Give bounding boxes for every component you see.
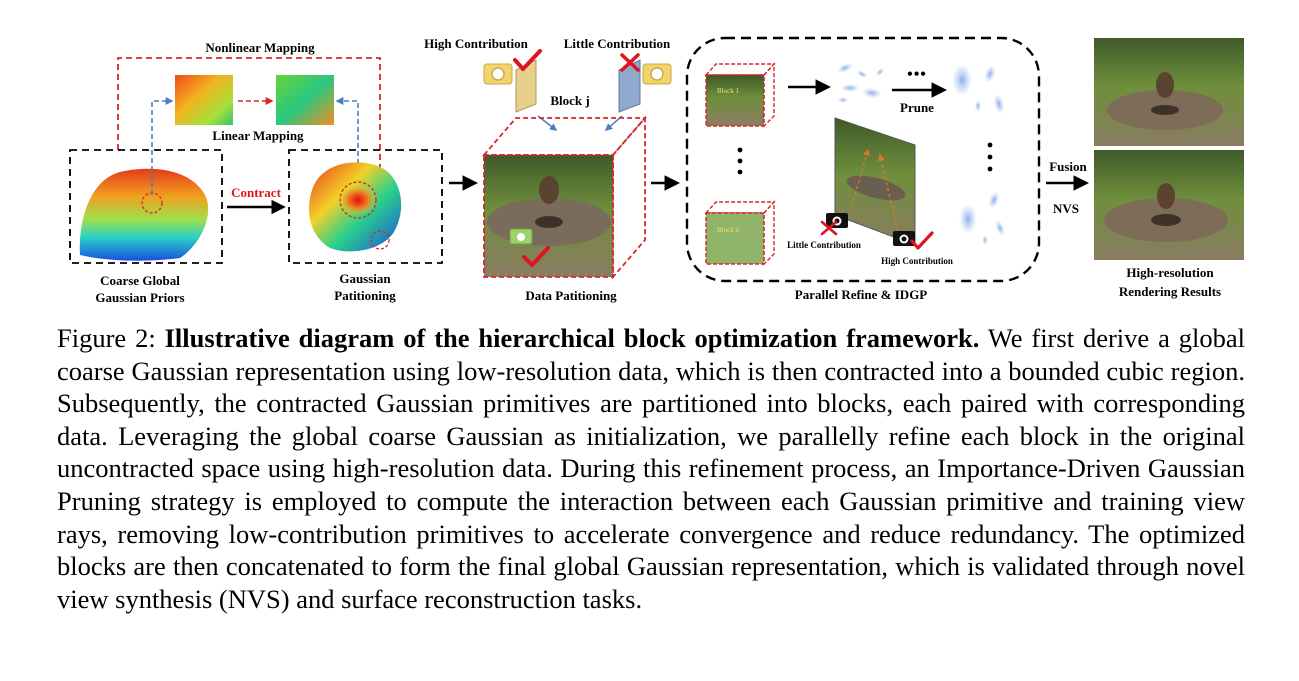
block-j-label: Block j <box>550 93 589 108</box>
vase <box>539 176 559 204</box>
cross-icon <box>620 53 640 72</box>
hr-label-1: High-resolution <box>1126 265 1214 280</box>
coarse-global-section: Nonlinear Mapping Coarse Global Gaussian… <box>69 40 381 305</box>
horizontal-dots: ••• <box>907 66 927 83</box>
framework-diagram: Nonlinear Mapping Coarse Global Gaussian… <box>69 36 1244 305</box>
linear-mapping-arrow-left <box>151 97 174 195</box>
vertical-dots-left <box>737 169 743 175</box>
gaussian-patitioning-box <box>288 149 443 264</box>
fusion-label: Fusion <box>1049 159 1087 174</box>
block-n-label: Block n <box>717 226 739 234</box>
ray-high <box>877 153 899 233</box>
fusion-section: Fusion NVS <box>1046 159 1090 216</box>
parallel-refine-label: Parallel Refine & IDGP <box>795 287 928 302</box>
block-n-cube <box>705 212 765 265</box>
prune-label: Prune <box>900 100 934 115</box>
coarse-global-label-2: Gaussian Priors <box>95 290 184 305</box>
cross-icon-small <box>820 220 838 236</box>
data-patitioning-section: High Contribution Little Contribution Bl… <box>424 36 672 303</box>
little-contribution-camera <box>618 59 672 113</box>
nonlinear-mapping-path <box>117 57 381 170</box>
data-cube-top <box>482 117 647 156</box>
gaussian-blobs-top <box>837 63 885 103</box>
little-contribution-label: Little Contribution <box>564 36 671 51</box>
mapping-image-2 <box>276 75 334 125</box>
contract-label: Contract <box>231 185 281 200</box>
contract-arrow-group: Contract <box>227 185 286 215</box>
caption-prefix: Figure 2: <box>57 323 165 353</box>
check-icon-small <box>910 231 934 250</box>
linear-mapping-arrow-right <box>335 97 359 180</box>
check-icon <box>513 49 542 71</box>
gaussian-blobs-pruned-top <box>952 64 1005 114</box>
gaussian-label-1: Gaussian <box>339 271 391 286</box>
data-cube-front <box>483 154 614 278</box>
mapping-image-1 <box>175 75 233 125</box>
high-contribution-camera <box>483 59 537 113</box>
linear-mapping-label: Linear Mapping <box>212 128 304 143</box>
caption-title: Illustrative diagram of the hierarchical… <box>164 323 980 353</box>
contracted-hotspot-circle <box>339 181 377 219</box>
ray-little <box>849 148 870 213</box>
coarse-point-cloud <box>79 168 209 261</box>
linear-mapping-section: Linear Mapping <box>151 75 359 195</box>
block-1-label: Block 1 <box>717 87 739 95</box>
parallel-refine-section: Block 1 Block n ••• Prune <box>685 36 1041 302</box>
contracted-hotspot <box>338 184 378 216</box>
nvs-label: NVS <box>1053 201 1079 216</box>
gaussian-patitioning-section: Gaussian Patitioning <box>288 149 443 303</box>
block-1-image <box>706 75 764 126</box>
caption-body: We first derive a global coarse Gaussian… <box>57 323 1245 614</box>
little-contribution-small-label: Little Contribution <box>787 240 861 250</box>
data-patitioning-label: Data Patitioning <box>525 288 617 303</box>
framework-figure: Nonlinear Mapping Coarse Global Gaussian… <box>0 0 1299 315</box>
vertical-dots-right <box>987 166 993 172</box>
high-contribution-label: High Contribution <box>424 36 528 51</box>
block-n-image <box>706 213 764 264</box>
nonlinear-mapping-label: Nonlinear Mapping <box>205 40 315 55</box>
data-cube-side <box>612 115 646 280</box>
contracted-edge-circle <box>370 230 390 250</box>
parallel-refine-box <box>685 36 1041 283</box>
high-contribution-camera-small <box>893 231 915 246</box>
gaussian-label-2: Patitioning <box>334 288 396 303</box>
check-icon-2 <box>522 246 550 267</box>
block-1-cube <box>705 74 765 127</box>
coarse-global-box <box>69 149 223 264</box>
hr-results-section: High-resolution Rendering Results <box>1094 38 1244 299</box>
high-contribution-small-label: High Contribution <box>881 256 953 266</box>
figure-caption: Figure 2: Illustrative diagram of the hi… <box>57 322 1245 615</box>
hr-label-2: Rendering Results <box>1119 284 1221 299</box>
coarse-global-label-1: Coarse Global <box>100 273 180 288</box>
gaussian-blobs-pruned-bottom <box>959 191 1005 245</box>
little-contribution-camera-small <box>826 213 848 228</box>
